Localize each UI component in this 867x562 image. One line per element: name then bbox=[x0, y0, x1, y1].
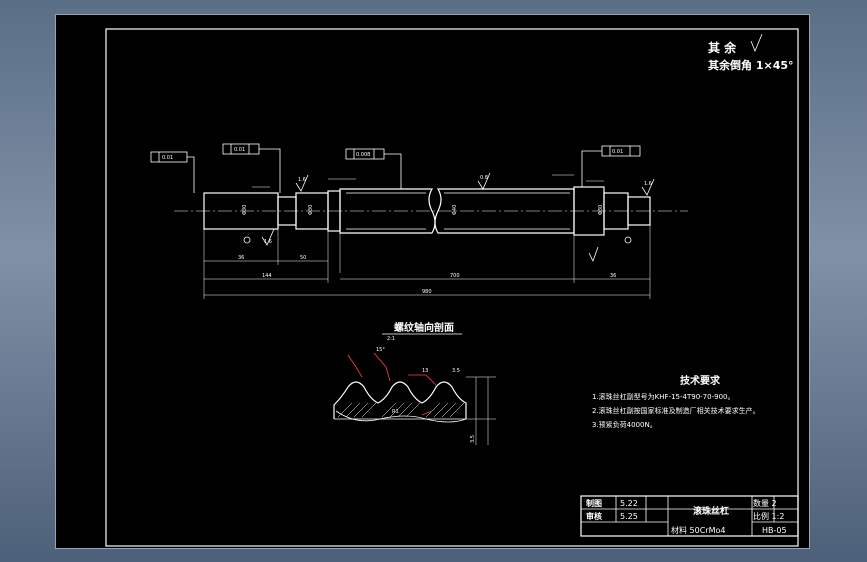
tech-item-2: 2.滚珠丝杠副按国家标准及制造厂相关技术要求生产。 bbox=[592, 406, 760, 415]
dia-label-thread: Φ40 bbox=[452, 205, 458, 215]
cad-drawing: 其 余 其余倒角 1×45° Φ30 Φ30 Φ40 Φ30 0.01 bbox=[105, 28, 799, 547]
dim-d1: 144 bbox=[262, 273, 272, 279]
thread-section-detail: 螺纹轴向剖面 2:1 15° 13 3.5 R1 bbox=[333, 321, 496, 445]
dim-d5: 36 bbox=[610, 273, 616, 279]
tech-requirements: 技术要求 1.滚珠丝杠副型号为KHF-15-4T90-70-900。 2.滚珠丝… bbox=[592, 374, 760, 429]
hatching bbox=[337, 402, 465, 418]
section-title: 螺纹轴向剖面 bbox=[394, 321, 454, 334]
tol1-text: 0.01 bbox=[162, 155, 173, 161]
tb-row1-label: 制图 bbox=[586, 498, 602, 508]
dim-d2: 36 bbox=[238, 255, 244, 261]
tb-qty: 数量 2 bbox=[753, 498, 777, 508]
dia-label-left: Φ30 bbox=[242, 205, 248, 215]
roughness-label: 其 余 bbox=[708, 40, 737, 55]
tb-row2-label: 审核 bbox=[586, 511, 602, 521]
section-pitch: 13 bbox=[422, 368, 428, 374]
section-radius: R1 bbox=[392, 409, 399, 415]
rough-mark-2: 0.8 bbox=[480, 175, 488, 181]
dim-d3: 50 bbox=[300, 255, 306, 261]
drawing-canvas[interactable]: 其 余 其余倒角 1×45° Φ30 Φ30 Φ40 Φ30 0.01 bbox=[55, 14, 810, 549]
tech-item-1: 1.滚珠丝杠副型号为KHF-15-4T90-70-900。 bbox=[592, 392, 734, 401]
thread-profile bbox=[333, 381, 467, 419]
rough-mark-1: 1.6 bbox=[298, 177, 306, 183]
tb-part-name: 滚珠丝杠 bbox=[693, 505, 729, 517]
dia-label-right: Φ30 bbox=[598, 205, 604, 215]
dia-label-2: Φ30 bbox=[308, 205, 314, 215]
tolerance-frame-1: 0.01 bbox=[150, 151, 195, 193]
tol3-text: 0.008 bbox=[356, 152, 370, 158]
dim-d4: 700 bbox=[450, 273, 460, 279]
tolerance-frame-4: 0.01 bbox=[581, 145, 641, 187]
section-depth: 3.5 bbox=[452, 368, 460, 374]
roughness-note: 其 余 其余倒角 1×45° bbox=[708, 33, 794, 72]
dimension-lines: 36 50 144 700 36 980 bbox=[203, 174, 651, 299]
tol2-text: 0.01 bbox=[234, 147, 245, 153]
section-angle: 15° bbox=[376, 347, 385, 353]
tb-row1-value: 5.22 bbox=[620, 499, 638, 508]
tb-drawing-no: HB-05 bbox=[762, 526, 787, 535]
tb-row2-value: 5.25 bbox=[620, 512, 638, 521]
rough-mark-4: 1.6 bbox=[264, 239, 272, 245]
drawing-border bbox=[105, 28, 799, 547]
tech-item-3: 3.预紧负荷4000N。 bbox=[592, 420, 657, 429]
tolerance-frame-2: 0.01 bbox=[222, 143, 281, 193]
section-height: 3.5 bbox=[470, 435, 476, 443]
rough-mark-3: 1.6 bbox=[644, 181, 652, 187]
tech-title: 技术要求 bbox=[680, 374, 721, 387]
chamfer-note: 其余倒角 1×45° bbox=[708, 58, 794, 72]
tb-material: 材料 50CrMo4 bbox=[671, 525, 725, 535]
title-block: 制图 5.22 审核 5.25 滚珠丝杠 数量 2 比例 1:2 材料 50Cr… bbox=[580, 495, 799, 537]
dim-overall: 980 bbox=[422, 289, 432, 295]
tolerance-frame-3: 0.008 bbox=[345, 148, 402, 189]
tb-scale: 比例 1:2 bbox=[753, 511, 784, 521]
shaft-view: Φ30 Φ30 Φ40 Φ30 0.01 0.01 0.008 bbox=[150, 143, 688, 299]
section-scale: 2:1 bbox=[387, 336, 395, 342]
tol4-text: 0.01 bbox=[612, 149, 623, 155]
